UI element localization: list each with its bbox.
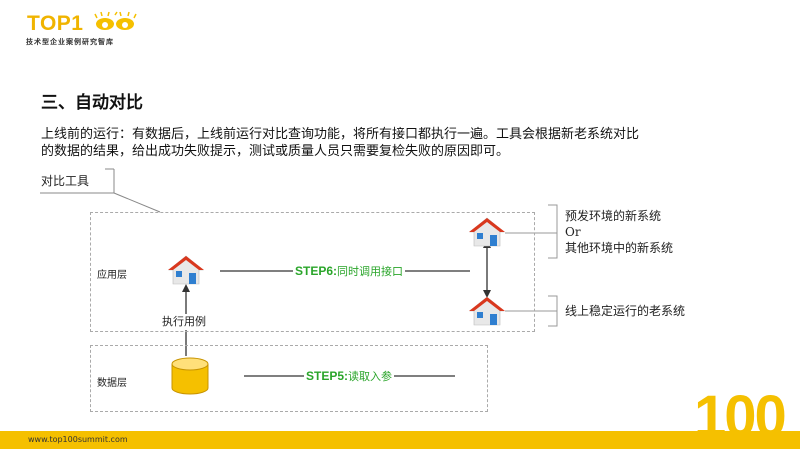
new-system-label: 预发环境的新系统 Or 其他环境中的新系统 — [565, 208, 673, 256]
new-system-line-2: Or — [565, 225, 581, 239]
footer-badge: 100 — [694, 384, 787, 449]
app-layer-label: 应用层 — [97, 270, 127, 281]
logo-tagline: 技术型企业案例研究智库 — [26, 38, 114, 46]
house-icon-new-system — [469, 217, 505, 247]
step5-tag: STEP5: — [306, 369, 349, 383]
footer-url[interactable]: www.top100summit.com — [28, 435, 128, 444]
step6-label: STEP6:同时调用接口 — [293, 263, 406, 279]
footer-bar — [0, 431, 800, 449]
tool-label: 对比工具 — [41, 174, 90, 188]
intro-paragraph: 上线前的运行：有数据后，上线前运行对比查询功能，将所有接口都执行一遍。工具会根据… — [41, 126, 753, 160]
step6-tag: STEP6: — [295, 264, 338, 278]
section-heading: 三、自动对比 — [41, 93, 143, 113]
step6-text: 同时调用接口 — [337, 265, 404, 278]
step5-text: 读取入参 — [348, 370, 393, 383]
database-icon — [171, 357, 209, 395]
paragraph-line-1: 上线前的运行：有数据后，上线前运行对比查询功能，将所有接口都执行一遍。工具会根据… — [41, 127, 640, 142]
house-icon-old-system — [469, 296, 505, 326]
logo-brand: TOP1 — [27, 12, 84, 35]
data-layer-box — [90, 345, 488, 412]
application-layer-box — [90, 212, 535, 332]
step5-label: STEP5:读取入参 — [304, 368, 395, 384]
new-system-line-3: 其他环境中的新系统 — [565, 241, 674, 255]
data-layer-label: 数据层 — [97, 378, 127, 389]
old-system-label: 线上稳定运行的老系统 — [565, 304, 686, 318]
paragraph-line-2: 的数据的结果，给出成功失败提示，测试或质量人员只需要复检失败的原因即可。 — [41, 144, 510, 159]
new-system-line-1: 预发环境的新系统 — [565, 209, 662, 223]
exec-case-label: 执行用例 — [160, 314, 208, 330]
house-icon-client — [168, 255, 204, 285]
